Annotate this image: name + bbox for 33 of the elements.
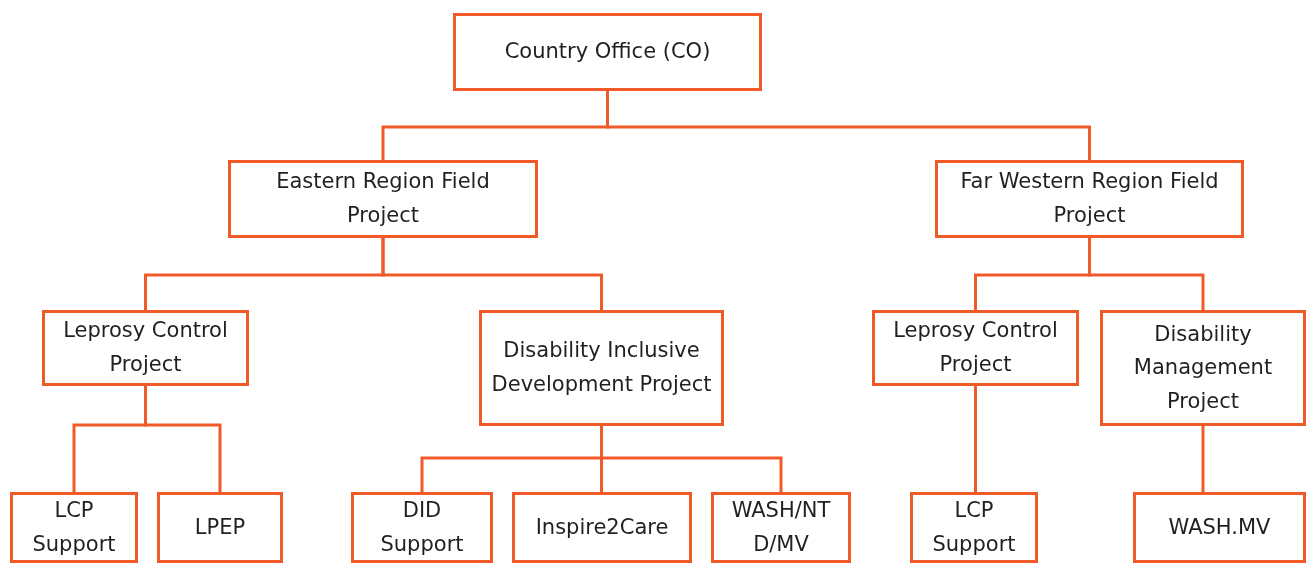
- org-box: [935, 160, 1244, 238]
- connector-line: [974, 386, 977, 492]
- org-box: [1133, 492, 1306, 563]
- unit-name: Disability Inclusive Development Project: [490, 337, 713, 398]
- org-box: [157, 492, 283, 563]
- unit-name: WASH.MV: [1168, 513, 1271, 541]
- connector-line: [381, 238, 603, 310]
- unit-name: WASH/NTD/MV: [730, 496, 832, 558]
- unit-name: Country Office (CO): [504, 38, 711, 66]
- unit-name: Eastern Region Field Project: [275, 168, 491, 229]
- unit-name: Far Western Region Field Project: [959, 168, 1220, 229]
- org-box: [453, 13, 762, 91]
- unit-name: LCP Support: [31, 496, 117, 558]
- org-box: [512, 492, 692, 563]
- connector-line: [1088, 238, 1205, 310]
- org-box: [910, 492, 1038, 563]
- unit-name: Disability Management Project: [1132, 320, 1274, 415]
- connector-line: [1201, 426, 1205, 492]
- unit-name: Inspire2Care: [535, 513, 669, 541]
- unit-name: DID Support: [379, 496, 465, 558]
- connector-line: [144, 386, 222, 492]
- unit-name: LCP Support: [931, 496, 1017, 558]
- org-box: [10, 492, 138, 563]
- org-box: [1100, 310, 1306, 426]
- unit-name: Leprosy Control Project: [62, 317, 229, 378]
- org-box: [872, 310, 1079, 386]
- unit-name: LPEP: [194, 513, 246, 541]
- org-box: [42, 310, 249, 386]
- org-box: [479, 310, 724, 426]
- org-box: [711, 492, 851, 563]
- unit-name: Leprosy Control Project: [892, 317, 1059, 378]
- org-box: [351, 492, 493, 563]
- org-box: [228, 160, 538, 238]
